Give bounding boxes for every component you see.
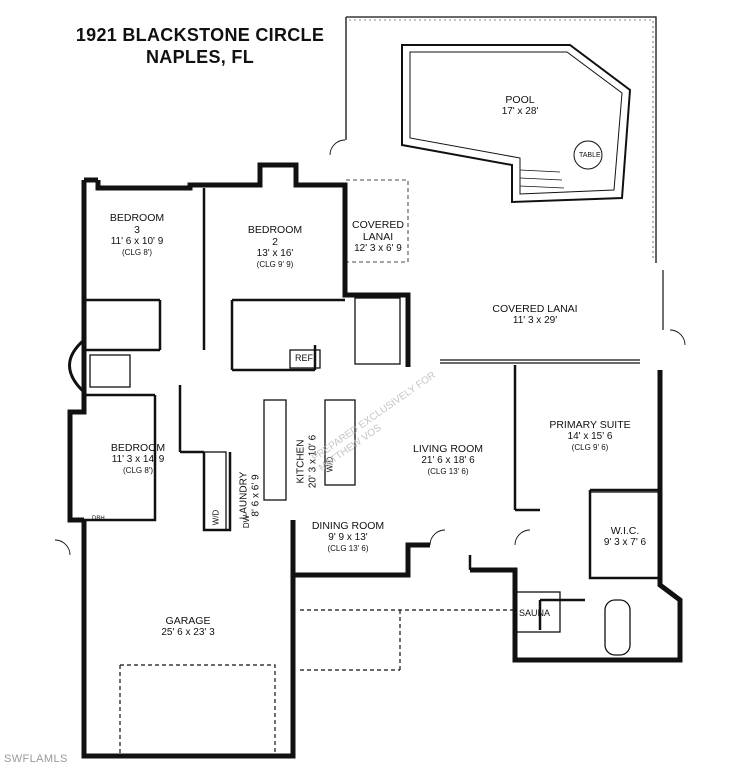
wall-interior-1 xyxy=(84,188,206,352)
sauna-box xyxy=(514,591,561,633)
wic-name: W.I.C. xyxy=(610,525,640,537)
pool-outline xyxy=(401,44,632,204)
living-dims: 21' 6 x 18' 6 xyxy=(421,455,475,467)
pool-dims: 17' x 28' xyxy=(501,106,539,118)
walkway-dashed xyxy=(300,609,515,671)
living-ceiling: (CLG 13' 6) xyxy=(427,466,469,476)
pool-inner xyxy=(409,51,623,195)
mls-footer: SWFLAMLS xyxy=(4,753,68,765)
primary-name: PRIMARY SUITE xyxy=(549,419,631,431)
sauna-label: SAUNA xyxy=(519,608,551,618)
room-bedroom4: BEDROOM 11' 3 x 14' 9 (CLG 8') xyxy=(111,442,165,475)
wall-interior-3 xyxy=(84,385,204,470)
laundry-dims: 8' 6 x 6' 9 xyxy=(250,474,261,517)
bay-window xyxy=(68,338,86,394)
tub xyxy=(604,599,631,656)
room-bedroom2: BEDROOM 2 13' x 16' (CLG 9' 9) xyxy=(248,224,302,269)
bedroom4-name: BEDROOM xyxy=(110,442,166,454)
wall-interior-2 xyxy=(230,298,345,372)
pool-steps xyxy=(519,169,565,189)
bedroom2-name-a: BEDROOM xyxy=(247,224,303,236)
room-garage: GARAGE 25' 6 x 23' 3 xyxy=(161,615,214,639)
door-swing-4 xyxy=(514,529,531,546)
dining-dims: 9' 9 x 13' xyxy=(328,532,368,544)
wall-bedroom3 xyxy=(81,162,348,395)
dining-ceiling: (CLG 13' 6) xyxy=(327,543,369,553)
kitchen-name: KITCHEN xyxy=(295,439,307,484)
wd-laundry-label: W/D xyxy=(211,509,221,526)
primary-dims: 14' x 15' 6 xyxy=(567,431,613,443)
bedroom3-name-b: 3 xyxy=(134,224,140,237)
fridge-box xyxy=(289,349,321,369)
garage-dims: 25' 6 x 23' 3 xyxy=(161,627,215,639)
address-line-2: NAPLES, FL xyxy=(145,47,254,67)
garage-name: GARAGE xyxy=(165,615,211,627)
slider-lanai xyxy=(440,359,640,364)
bedroom4-ceiling: (CLG 8') xyxy=(123,465,153,475)
small-lanai-name-a: COVERED xyxy=(352,219,404,231)
wic-dims: 9' 3 x 7' 6 xyxy=(603,537,647,549)
door-swing-5 xyxy=(429,529,446,546)
room-pool: POOL 17' x 28' xyxy=(502,94,539,118)
kitchen-island xyxy=(324,399,356,486)
pool-deck-hatch xyxy=(349,19,654,260)
small-lanai-dashed xyxy=(346,179,409,263)
ref-label: REF xyxy=(295,353,313,363)
dbh-label: DBH xyxy=(92,516,105,522)
wall-interior-6 xyxy=(468,555,585,630)
bedroom3-dims: 11' 6 x 10' 9 xyxy=(110,236,164,248)
wall-bedroom4 xyxy=(67,395,87,560)
room-bedroom3: BEDROOM 3 11' 6 x 10' 9 (CLG 8') xyxy=(110,212,164,257)
room-covered-lanai-small: COVERED LANAI 12' 3 x 6' 9 xyxy=(352,219,404,255)
living-name: LIVING ROOM xyxy=(412,443,484,455)
small-lanai-name-b: LANAI xyxy=(362,231,394,244)
small-lanai-dims: 12' 3 x 6' 9 xyxy=(354,243,402,255)
bedroom2-ceiling: (CLG 9' 9) xyxy=(256,259,294,269)
laundry-counter xyxy=(203,451,227,531)
address-line-1: 1921 BLACKSTONE CIRCLE xyxy=(75,25,325,45)
bedroom3-name-a: BEDROOM xyxy=(109,212,165,224)
room-covered-lanai: COVERED LANAI 11' 3 x 29' xyxy=(492,303,577,327)
bedroom3-ceiling: (CLG 8') xyxy=(122,247,152,257)
table-circle xyxy=(573,140,603,170)
wall-interior-5 xyxy=(513,365,660,580)
room-primary-suite: PRIMARY SUITE 14' x 15' 6 (CLG 9' 6) xyxy=(549,419,630,452)
room-living: LIVING ROOM 21' 6 x 18' 6 (CLG 13' 6) xyxy=(413,443,483,476)
wall-garage xyxy=(81,520,296,759)
room-wic: W.I.C. 9' 3 x 7' 6 xyxy=(604,525,646,549)
wic-box xyxy=(589,491,661,579)
lanai-dims: 11' 3 x 29' xyxy=(512,315,558,327)
bedroom2-dims: 13' x 16' xyxy=(256,248,294,260)
bedroom4-dims: 11' 3 x 14' 9 xyxy=(111,454,165,466)
primary-ceiling: (CLG 9' 6) xyxy=(571,442,609,452)
wall-lanai-north xyxy=(342,262,411,367)
room-dining: DINING ROOM 9' 9 x 13' (CLG 13' 6) xyxy=(312,520,384,553)
door-swing-3 xyxy=(54,539,71,556)
pool-deck-outline xyxy=(345,16,657,263)
table-label: TABLE xyxy=(579,152,601,159)
pool-name: POOL xyxy=(505,94,535,106)
dining-name: DINING ROOM xyxy=(311,520,385,532)
bedroom2-name-b: 2 xyxy=(272,236,278,249)
door-swing-1 xyxy=(329,139,346,156)
garage-door-dashed xyxy=(119,664,276,756)
dw-label: DW xyxy=(242,514,252,529)
door-swing-2 xyxy=(669,329,686,346)
lanai-name: COVERED LANAI xyxy=(492,303,578,315)
shower-primary xyxy=(354,297,401,365)
shower-bath2 xyxy=(89,354,131,388)
kitchen-counter xyxy=(263,399,287,501)
